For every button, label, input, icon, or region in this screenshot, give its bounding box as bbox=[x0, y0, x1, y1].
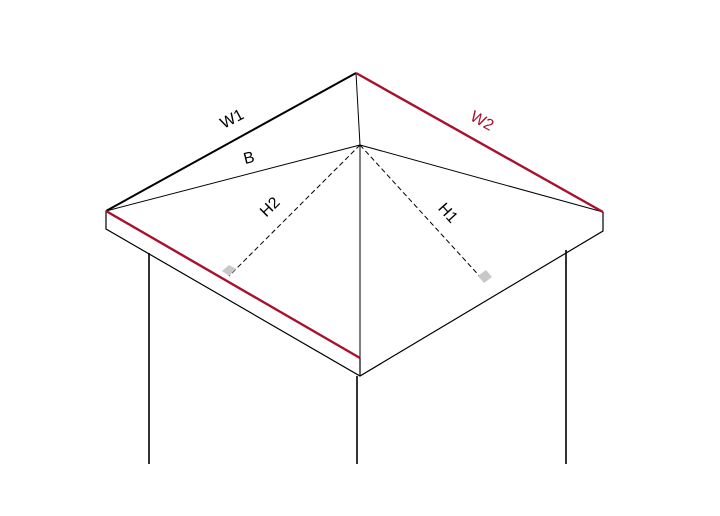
slant-height-h2 bbox=[228, 144, 361, 277]
label-h2: H2 bbox=[257, 194, 284, 221]
edge-front-left bbox=[105, 209, 361, 360]
ridge-back bbox=[355, 72, 361, 146]
slant-height-h1 bbox=[359, 144, 485, 282]
right-angle-markers bbox=[222, 265, 492, 283]
highlighted-edges bbox=[105, 71, 604, 360]
ridge-right bbox=[359, 144, 604, 213]
right-angle-marker-h1 bbox=[478, 270, 492, 283]
label-w1: W1 bbox=[218, 106, 247, 132]
roof-slab bbox=[105, 211, 604, 377]
slant-heights bbox=[228, 144, 485, 282]
edge-w2 bbox=[355, 71, 604, 214]
label-w2: W2 bbox=[467, 108, 496, 135]
label-h1: H1 bbox=[434, 200, 460, 227]
roof-faces bbox=[105, 72, 604, 358]
edge-w1 bbox=[105, 72, 357, 212]
ridge-left bbox=[105, 144, 361, 212]
post bbox=[148, 250, 567, 464]
label-b: B bbox=[242, 149, 256, 168]
right-angle-marker-h2 bbox=[222, 265, 236, 276]
slab-front-bottom bbox=[105, 211, 604, 377]
